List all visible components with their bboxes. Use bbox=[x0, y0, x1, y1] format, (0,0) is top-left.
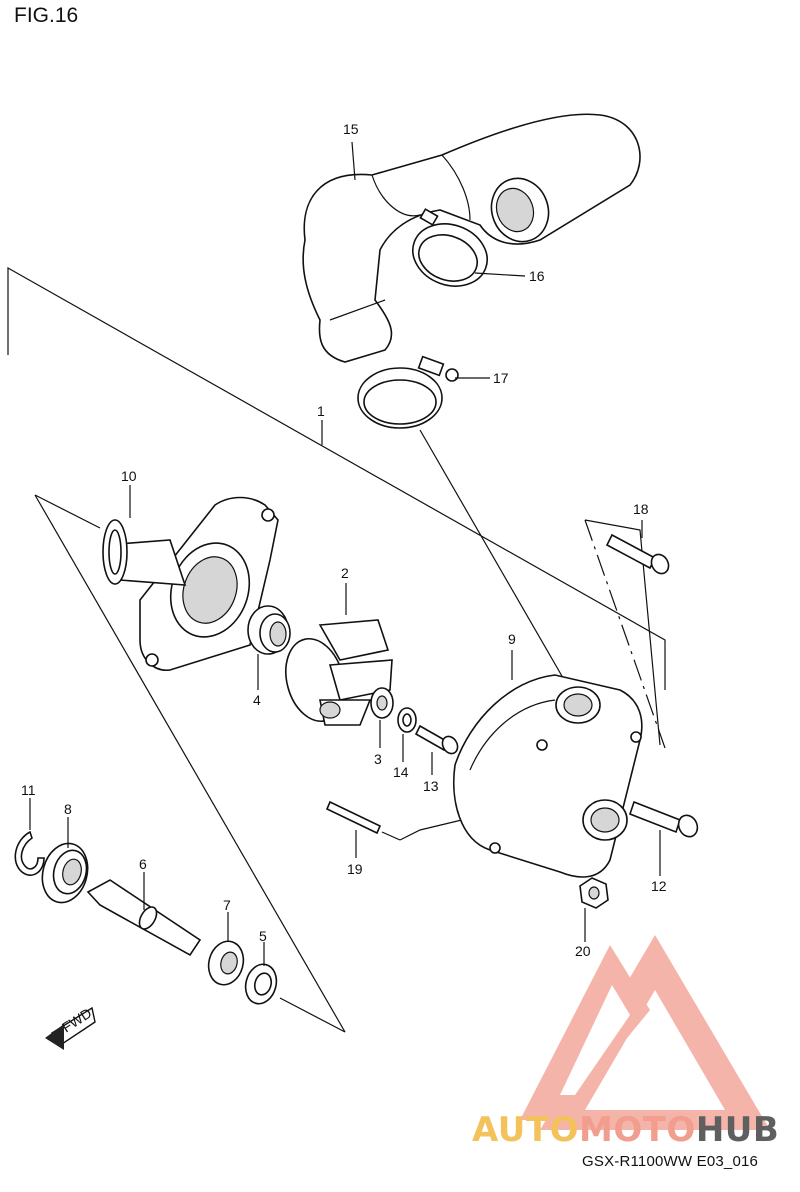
callout-7: 7 bbox=[223, 897, 231, 913]
pump-shaft bbox=[86, 879, 202, 957]
leader-lines bbox=[29, 141, 661, 966]
watermark-moto: MOTO bbox=[578, 1110, 696, 1150]
figure-title: FIG.16 bbox=[14, 4, 79, 27]
watermark-text: AUTOMOTOHUB bbox=[472, 1110, 779, 1150]
callout-9: 9 bbox=[508, 631, 516, 647]
bolt-18 bbox=[605, 533, 670, 575]
hose-clamp-lower bbox=[357, 355, 459, 429]
fwd-arrow-icon: FWD bbox=[45, 1005, 96, 1050]
oil-seal bbox=[244, 963, 278, 1005]
callout-14: 14 bbox=[393, 764, 409, 780]
bolt-small bbox=[414, 724, 459, 755]
washer bbox=[370, 687, 394, 719]
watermark-hub: HUB bbox=[695, 1110, 780, 1150]
callout-2: 2 bbox=[341, 565, 349, 581]
callout-6: 6 bbox=[139, 856, 147, 872]
callout-13: 13 bbox=[423, 778, 439, 794]
impeller bbox=[285, 619, 393, 726]
pump-housing bbox=[102, 496, 279, 671]
callout-18: 18 bbox=[633, 501, 649, 517]
stud-bolt bbox=[325, 800, 382, 835]
callout-17: 17 bbox=[493, 370, 509, 386]
assembly-outline bbox=[7, 266, 666, 1033]
callout-1: 1 bbox=[317, 403, 325, 419]
circlip bbox=[14, 830, 45, 876]
o-ring-small bbox=[397, 707, 417, 733]
hose-clamp-upper bbox=[412, 208, 488, 287]
drawing-code: GSX-R1100WW E03_016 bbox=[582, 1153, 759, 1170]
callout-10: 10 bbox=[121, 468, 137, 484]
watermark-auto: AUTO bbox=[472, 1110, 579, 1150]
nut bbox=[579, 877, 609, 909]
callout-8: 8 bbox=[64, 801, 72, 817]
bearing-medium bbox=[207, 940, 245, 986]
callout-5: 5 bbox=[259, 928, 267, 944]
bearing-large bbox=[41, 842, 89, 904]
coolant-hose bbox=[302, 113, 641, 363]
callout-20: 20 bbox=[575, 943, 591, 959]
mechanical-seal bbox=[247, 605, 291, 655]
callout-4: 4 bbox=[253, 692, 261, 708]
callout-16: 16 bbox=[529, 268, 545, 284]
callout-3: 3 bbox=[374, 751, 382, 767]
bolt-12 bbox=[629, 800, 699, 838]
callout-19: 19 bbox=[347, 861, 363, 877]
watermark-logo-icon bbox=[520, 935, 770, 1130]
callout-11: 11 bbox=[21, 782, 36, 798]
callout-15: 15 bbox=[343, 121, 359, 137]
callout-12: 12 bbox=[651, 878, 667, 894]
callout-labels: 1 2 3 4 5 6 7 8 9 10 11 12 13 14 15 16 1… bbox=[21, 121, 667, 959]
pump-cover bbox=[452, 674, 643, 878]
